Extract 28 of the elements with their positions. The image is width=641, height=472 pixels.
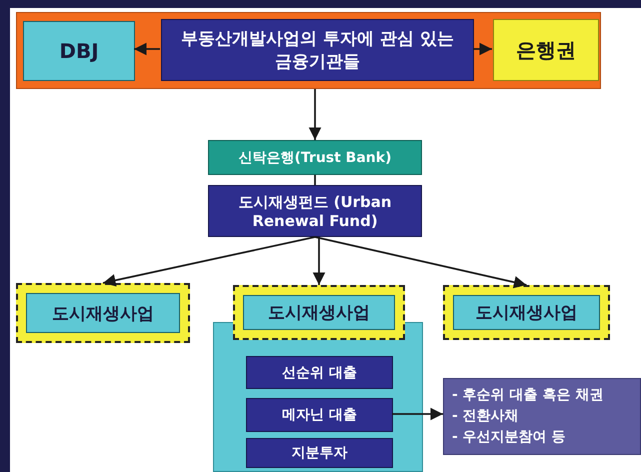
project-box: 도시재생사업 bbox=[243, 295, 395, 330]
arrow bbox=[102, 236, 316, 286]
connector-line bbox=[314, 175, 316, 185]
bullet-text: - 전환사채 bbox=[452, 407, 519, 426]
project-frame bbox=[443, 285, 610, 340]
fund-box: 도시재생펀드 (Urban Renewal Fund) bbox=[208, 185, 422, 237]
project-box: 도시재생사업 bbox=[26, 293, 180, 333]
arrow bbox=[314, 236, 527, 288]
band-box bbox=[16, 12, 601, 89]
project-box: 도시재생사업 bbox=[453, 295, 600, 330]
loan-box: 지분투자 bbox=[246, 438, 393, 468]
org-box: 은행권 bbox=[493, 19, 599, 81]
loan-box: 메자닌 대출 bbox=[246, 398, 393, 432]
loan-box: 선순위 대출 bbox=[246, 356, 393, 389]
arrow bbox=[392, 408, 443, 420]
arrow bbox=[308, 89, 322, 140]
project-frame bbox=[233, 285, 405, 340]
bullet-text: - 후순위 대출 혹은 채권 bbox=[452, 386, 604, 405]
panel bbox=[213, 322, 423, 472]
note-box bbox=[443, 378, 641, 455]
project-frame bbox=[16, 283, 190, 343]
bullet-text: - 우선지분참여 등 bbox=[452, 428, 566, 447]
arrow bbox=[312, 237, 326, 285]
arrow bbox=[473, 42, 492, 56]
org-box: 부동산개발사업의 투자에 관심 있는 금융기관들 bbox=[161, 19, 474, 81]
arrow bbox=[134, 42, 160, 56]
bank-box: 신탁은행(Trust Bank) bbox=[208, 140, 422, 175]
org-box: DBJ bbox=[23, 21, 135, 81]
